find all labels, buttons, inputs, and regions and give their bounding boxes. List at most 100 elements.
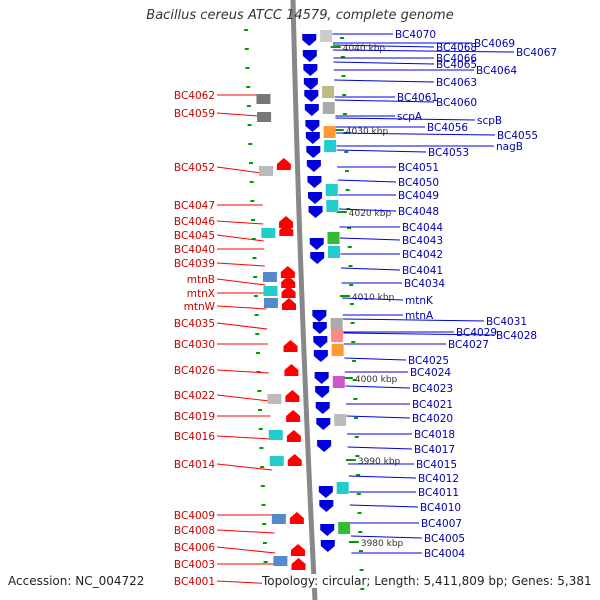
gene-label-right: BC4027 (448, 339, 489, 351)
gene-label-right: BC4064 (476, 65, 517, 77)
gene-label-right: BC4017 (414, 444, 455, 456)
gene-label-left: BC4009 (174, 510, 215, 522)
gene-arrow-forward (303, 64, 318, 76)
gene-leader-line (350, 535, 423, 539)
gene-label-left: BC4059 (174, 108, 215, 120)
gene-label-right: BC4050 (398, 177, 439, 189)
gene-label-right: BC4028 (496, 330, 537, 342)
scale-label: 4030 kbp (346, 127, 389, 137)
gene-leader-line (347, 446, 413, 450)
gene-arrow-forward (309, 238, 324, 250)
gene-leader-line (348, 475, 417, 479)
gene-leader-line (216, 166, 262, 174)
gene-leader-line (216, 463, 273, 471)
gene-label-left: BC4014 (174, 459, 215, 471)
gene-label-right: BC4049 (398, 190, 439, 202)
gene-arrow-reverse (283, 340, 298, 352)
gene-label-right: BC4056 (427, 122, 468, 134)
genome-backbone (290, 0, 318, 600)
scale-label: 3990 kbp (358, 457, 401, 467)
gene-label-right: BC4011 (418, 487, 459, 499)
gene-feature-box (327, 232, 340, 244)
gene-leader-line (344, 357, 407, 361)
gene-leader-line (216, 322, 268, 330)
gene-feature-box (326, 200, 339, 212)
gene-feature-box (322, 86, 335, 98)
gene-feature-box (259, 166, 274, 176)
gene-feature-box (325, 184, 338, 196)
gene-leader-line (334, 79, 435, 83)
gene-arrow-reverse (286, 430, 301, 442)
gene-arrow-reverse (284, 364, 299, 376)
gene-label-right: BC4018 (414, 429, 455, 441)
gene-label-right: BC4012 (418, 473, 459, 485)
accession-label: Accession: NC_004722 (8, 574, 145, 588)
gene-label-right: BC4020 (412, 413, 453, 425)
gene-arrow-reverse (289, 512, 304, 524)
gene-leader-line (216, 435, 272, 440)
gene-leader-line (216, 220, 264, 225)
gene-leader-line (336, 132, 496, 136)
gene-leader-line (216, 234, 264, 242)
gene-label-left: BC4019 (174, 411, 215, 423)
gene-feature-box (336, 482, 349, 494)
gene-label-left: BC4030 (174, 339, 215, 351)
gene-label-left: BC4046 (174, 216, 215, 228)
gene-leader-line (333, 61, 435, 65)
gene-arrow-reverse (291, 558, 306, 570)
gene-feature-box (263, 298, 278, 308)
gene-label-left: BC4022 (174, 390, 215, 402)
gene-label-right: BC4044 (402, 222, 443, 234)
gene-leader-line (345, 385, 411, 389)
gene-arrow-reverse (286, 410, 301, 422)
scale-label: 4000 kbp (355, 375, 398, 385)
gene-label-left: BC4008 (174, 525, 215, 537)
gene-arrow-forward (315, 402, 330, 414)
gene-label-left: mtnW (184, 301, 216, 313)
gene-feature-box (330, 318, 343, 330)
gene-label-left: BC4045 (174, 230, 215, 242)
gene-leader-line (334, 99, 435, 103)
gene-label-right: BC4029 (456, 327, 497, 339)
gene-feature-box (324, 140, 337, 152)
gene-label-right: BC4031 (486, 316, 527, 328)
gene-arrow-forward (303, 78, 318, 90)
gene-label-right: BC4065 (436, 59, 477, 71)
gene-leader-line (339, 237, 401, 241)
gene-arrow-reverse (279, 224, 294, 236)
gene-label-left: BC4052 (174, 162, 215, 174)
gene-leader-line (346, 415, 411, 419)
gene-arrow-forward (305, 120, 320, 132)
gene-label-left: BC4035 (174, 318, 215, 330)
gene-arrow-forward (305, 132, 320, 144)
gene-feature-box (331, 344, 344, 356)
gene-feature-box (261, 228, 276, 238)
gene-feature-box (334, 414, 347, 426)
gene-label-right: BC4051 (398, 162, 439, 174)
scale-label: 4040 kbp (343, 44, 386, 54)
gene-label-right: BC4063 (436, 77, 477, 89)
gene-label-right: nagB (496, 141, 523, 153)
gene-label-right: BC4005 (424, 533, 465, 545)
gene-arrow-forward (302, 34, 317, 46)
gene-label-left: BC4062 (174, 90, 215, 102)
gene-arrow-forward (313, 350, 328, 362)
gene-leader-line (349, 504, 419, 508)
gene-label-left: BC4040 (174, 244, 215, 256)
gene-arrow-forward (318, 486, 333, 498)
gene-arrow-forward (310, 252, 325, 264)
gene-feature-box (263, 286, 278, 296)
gene-label-left: BC4006 (174, 542, 215, 554)
gene-leader-line (335, 117, 476, 121)
gene-arrow-reverse (281, 276, 296, 288)
gene-label-right: BC4055 (497, 130, 538, 142)
scale-label: 4010 kbp (352, 293, 395, 303)
gene-leader-line (216, 305, 267, 310)
gene-label-left: BC4016 (174, 431, 215, 443)
gene-label-left: mtnB (187, 274, 215, 286)
gene-feature-box (262, 272, 277, 282)
gene-arrow-forward (306, 146, 321, 158)
gene-leader-line (342, 318, 485, 322)
gene-leader-line (216, 369, 269, 374)
